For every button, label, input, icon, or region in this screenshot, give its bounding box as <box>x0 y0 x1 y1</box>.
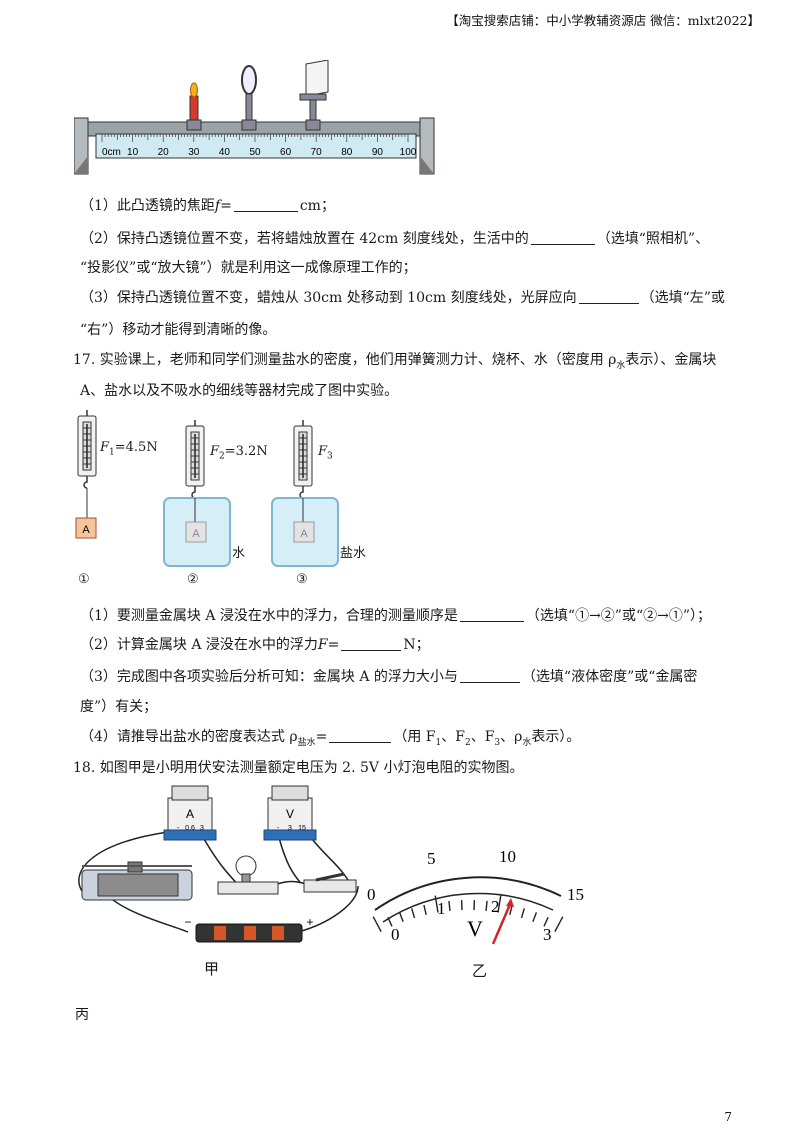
ammeter-label: A <box>186 807 194 821</box>
dial-lower-1: 1 <box>437 899 446 918</box>
voltmeter-dial: 0 5 10 15 0 1 2 3 V <box>367 847 584 945</box>
bench-tick-label: 100 <box>400 147 417 158</box>
q16-part3-cont: “右”）移动才能得到清晰的像。 <box>80 322 277 338</box>
answer-blank[interactable] <box>329 728 392 743</box>
block-a-label-brine: A <box>300 528 308 540</box>
circuit-figure: A - 0.6 3 V - 3 15 − + <box>78 785 359 943</box>
spring-scale-figure: A A A <box>75 410 339 567</box>
figure-label-yi: 乙 <box>472 962 488 980</box>
voltmeter-label: V <box>286 807 294 821</box>
q17-stem-line1: 17. 实验课上，老师和同学们测量盐水的密度，他们用弹簧测力计、烧杯、水（密度用… <box>73 352 717 371</box>
bench-tick-label: 60 <box>280 147 292 158</box>
ammeter-term-neg: - <box>177 825 180 832</box>
force-label-f1: F1=4.5N <box>100 440 158 458</box>
force-label-f3: F3 <box>318 444 333 462</box>
dial-ticks <box>372 895 564 932</box>
brine-label: 盐水 <box>340 546 367 561</box>
answer-blank[interactable] <box>233 197 298 212</box>
dial-upper-10: 10 <box>499 847 516 866</box>
optical-bench-figure: 0cm 10 20 30 40 50 60 70 80 90 100 <box>74 60 435 175</box>
voltmeter-term-neg: - <box>277 825 280 832</box>
figure-number-1: ① <box>78 572 90 587</box>
q17-part4: （4）请推导出盐水的密度表达式 ρ盐水=（用 F1、F2、F3、ρ水表示）。 <box>80 728 581 748</box>
answer-blank[interactable] <box>578 289 639 304</box>
bench-tick-label: 90 <box>372 147 384 158</box>
answer-blank[interactable] <box>341 636 402 651</box>
figure-label-jia: 甲 <box>204 960 220 978</box>
block-a-label: A <box>82 524 90 536</box>
q16-part1: （1）此凸透镜的焦距f=cm； <box>80 197 335 214</box>
battery-plus: + <box>306 915 313 929</box>
bench-tick-label: 10 <box>127 147 139 158</box>
q17-part1: （1）要测量金属块 A 浸没在水中的浮力，合理的测量顺序是（选填“①→②”或“②… <box>80 607 712 624</box>
q17-part3-cont: 度”）有关； <box>80 699 158 715</box>
q16-part2: （2）保持凸透镜位置不变，若将蜡烛放置在 42cm 刻度线处，生活中的（选填“照… <box>80 230 710 247</box>
force-label-f2: F2=3.2N <box>210 444 268 462</box>
q18-stem: 18. 如图甲是小明用伏安法测量额定电压为 2. 5V 小灯泡电阻的实物图。 <box>73 760 524 776</box>
bench-scale-ticks: 0cm 10 20 30 40 50 60 70 80 90 100 <box>101 134 417 158</box>
ammeter-term-06: 0.6 <box>185 825 195 832</box>
dial-lower-0: 0 <box>391 925 400 944</box>
dial-upper-0: 0 <box>367 885 376 904</box>
block-a-label-water: A <box>192 528 200 540</box>
ammeter-term-3: 3 <box>200 825 204 832</box>
bench-tick-label: 40 <box>219 147 231 158</box>
figure-label-bing: 丙 <box>75 1007 89 1023</box>
voltmeter-term-3: 3 <box>288 825 292 832</box>
answer-blank[interactable] <box>530 230 595 245</box>
bench-tick-label: 70 <box>311 147 323 158</box>
q17-part2: （2）计算金属块 A 浸没在水中的浮力F=N； <box>80 636 430 653</box>
bench-tick-label: 20 <box>158 147 170 158</box>
bench-tick-label: 50 <box>249 147 261 158</box>
bench-tick-label: 80 <box>341 147 353 158</box>
bench-tick-label: 0cm <box>102 147 121 158</box>
answer-blank[interactable] <box>459 607 524 622</box>
dial-upper-5: 5 <box>427 849 436 868</box>
figure-number-3: ③ <box>296 572 308 587</box>
q16-part3: （3）保持凸透镜位置不变，蜡烛从 30cm 处移动到 10cm 刻度线处，光屏应… <box>80 289 725 306</box>
q16-part2-cont: “投影仪”或“放大镜”）就是利用这一成像原理工作的； <box>80 260 417 276</box>
water-label: 水 <box>232 546 246 561</box>
figure-number-2: ② <box>187 572 199 587</box>
dial-upper-15: 15 <box>567 885 584 904</box>
q17-part3: （3）完成图中各项实验后分析可知：金属块 A 的浮力大小与（选填“液体密度”或“… <box>80 668 698 685</box>
q17-stem-line2: A、盐水以及不吸水的细线等器材完成了图中实验。 <box>80 383 399 399</box>
dial-unit: V <box>467 916 483 941</box>
voltmeter-term-15: 15 <box>298 825 306 832</box>
bench-tick-label: 30 <box>188 147 200 158</box>
dial-lower-3: 3 <box>543 925 552 944</box>
battery-minus: − <box>184 915 191 929</box>
page-header: 【淘宝搜索店铺：中小学教辅资源店 微信：mlxt2022】 <box>446 13 760 28</box>
dial-needle <box>491 901 513 945</box>
page-number: 7 <box>724 1110 732 1124</box>
answer-blank[interactable] <box>459 668 520 683</box>
dial-lower-2: 2 <box>491 897 500 916</box>
